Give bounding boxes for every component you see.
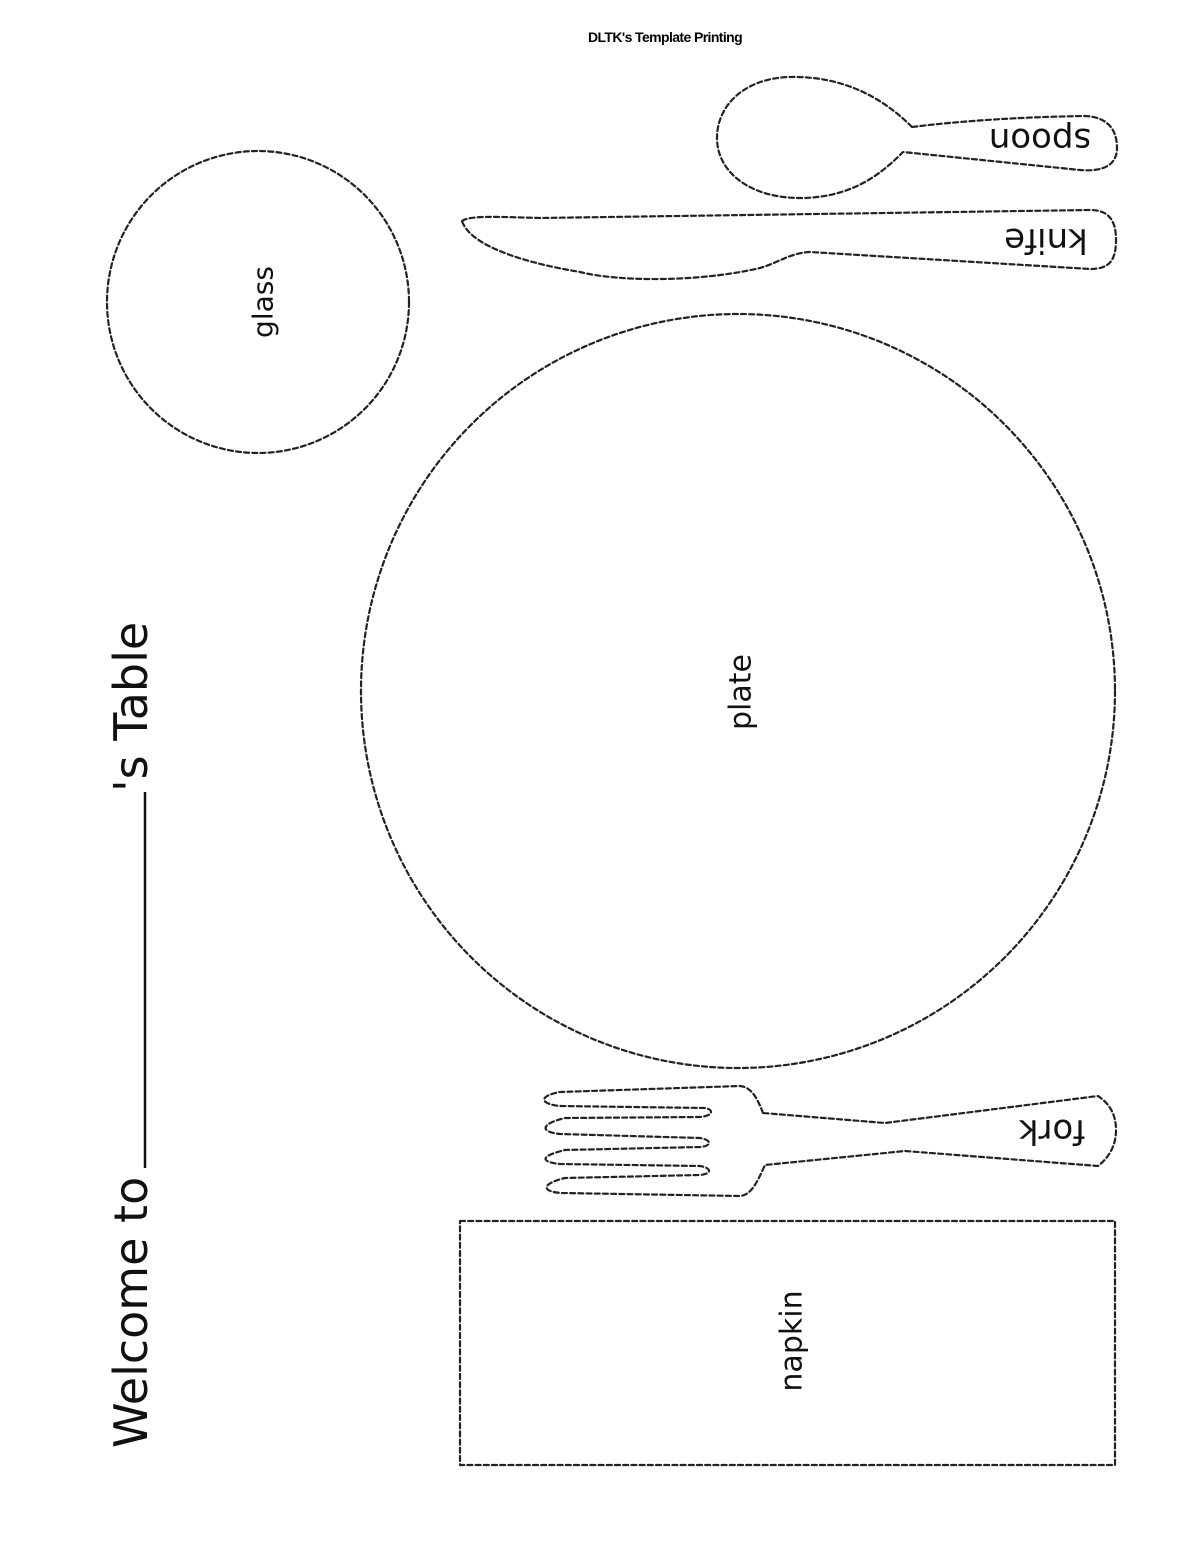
napkin-outline xyxy=(458,1219,1117,1467)
fork-outline xyxy=(543,1084,1118,1198)
spoon-label: spoon xyxy=(989,120,1091,160)
site-header: DLTK's Template Printing xyxy=(587,29,743,45)
glass-label: glass xyxy=(247,266,280,338)
title-table: 's Table xyxy=(104,622,158,792)
plate-outline xyxy=(359,312,1117,1070)
fork-label: fork xyxy=(1018,1111,1085,1151)
glass-outline xyxy=(105,149,411,455)
knife-outline xyxy=(460,208,1118,281)
title-welcome: Welcome to xyxy=(104,1177,158,1448)
plate-label: plate xyxy=(724,654,759,730)
knife-label: knife xyxy=(1004,220,1088,260)
spoon-outline xyxy=(715,75,1119,200)
napkin-label: napkin xyxy=(775,1290,810,1391)
